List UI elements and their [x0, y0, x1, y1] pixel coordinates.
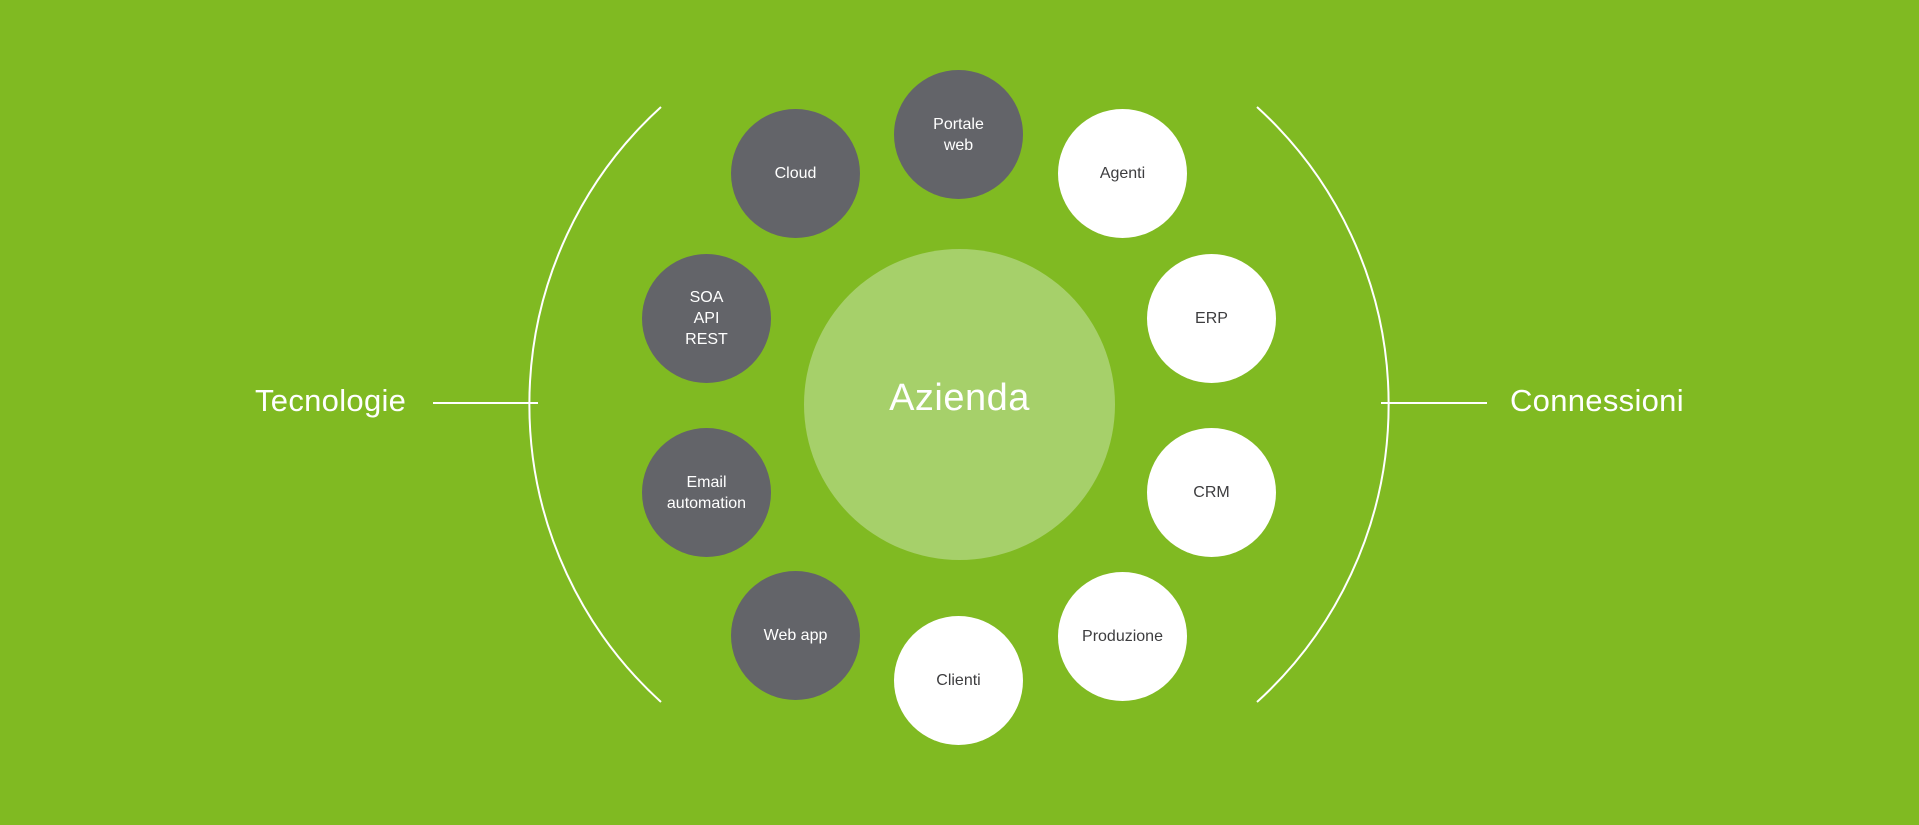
- node-cloud: Cloud: [731, 109, 860, 238]
- node-erp: ERP: [1147, 254, 1276, 383]
- node-agenti: Agenti: [1058, 109, 1187, 238]
- node-crm: CRM: [1147, 428, 1276, 557]
- node-email-automation: Email automation: [642, 428, 771, 557]
- node-web-app: Web app: [731, 571, 860, 700]
- azienda-center-circle: Azienda: [804, 249, 1115, 560]
- node-produzione: Produzione: [1058, 572, 1187, 701]
- node-soa-api-rest: SOA API REST: [642, 254, 771, 383]
- azienda-label: Azienda: [889, 377, 1030, 419]
- connessioni-label: Connessioni: [1510, 383, 1684, 418]
- left-bracket-arc: [528, 106, 662, 703]
- node-portale-web: Portale web: [894, 70, 1023, 199]
- node-clienti: Clienti: [894, 616, 1023, 745]
- tecnologie-label: Tecnologie: [255, 383, 407, 418]
- right-bracket-arc: [1256, 106, 1390, 703]
